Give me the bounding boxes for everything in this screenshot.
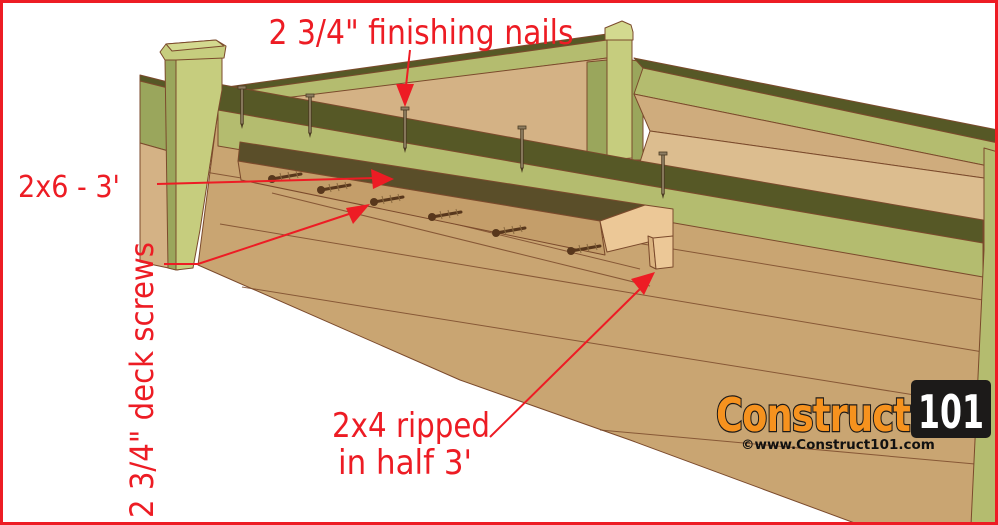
nail-icon <box>517 125 527 173</box>
finishing-nails <box>237 85 668 199</box>
ripped-2x4-label-line2: in half 3' <box>338 443 472 483</box>
cleat-2x4-ripped <box>647 235 674 270</box>
arrowhead-icon <box>631 272 655 295</box>
arrowhead-icon <box>396 84 414 107</box>
logo-construct-text: Construct <box>716 388 910 442</box>
logo-101-box <box>911 380 991 438</box>
logo-101-text: 101 <box>918 385 984 439</box>
nail-icon <box>658 151 668 199</box>
screw-icon <box>317 181 352 194</box>
board-2x6-label: 2x6 - 3' <box>18 170 120 205</box>
screw-icon <box>428 208 463 221</box>
arrowhead-icon <box>346 204 370 224</box>
back-right-post <box>586 20 644 161</box>
screw-icon <box>492 224 527 237</box>
annotation-finishing-nails: 2 3/4" finishing nails <box>269 13 574 107</box>
annotation-deck-screws: 2 3/4" deck screws <box>123 204 370 518</box>
annotation-2x6: 2x6 - 3' <box>18 169 394 205</box>
deck-screws <box>268 170 602 255</box>
finishing-nails-label: 2 3/4" finishing nails <box>269 13 574 53</box>
ripped-2x4-label-line1: 2x4 ripped <box>332 406 490 446</box>
front-left-post <box>159 39 227 271</box>
logo-copyright: ©www.Construct101.com <box>741 437 935 453</box>
right-wall <box>633 57 998 181</box>
construct101-logo: Construct 101 ©www.Construct101.com <box>715 380 991 453</box>
arrowhead-icon <box>371 169 394 189</box>
screw-icon <box>370 193 405 206</box>
nail-icon <box>237 85 247 129</box>
deck-screws-label: 2 3/4" deck screws <box>123 242 161 518</box>
nail-icon <box>305 93 315 138</box>
annotation-2x4: 2x4 ripped in half 3' <box>332 272 655 483</box>
screw-icon <box>567 242 602 255</box>
